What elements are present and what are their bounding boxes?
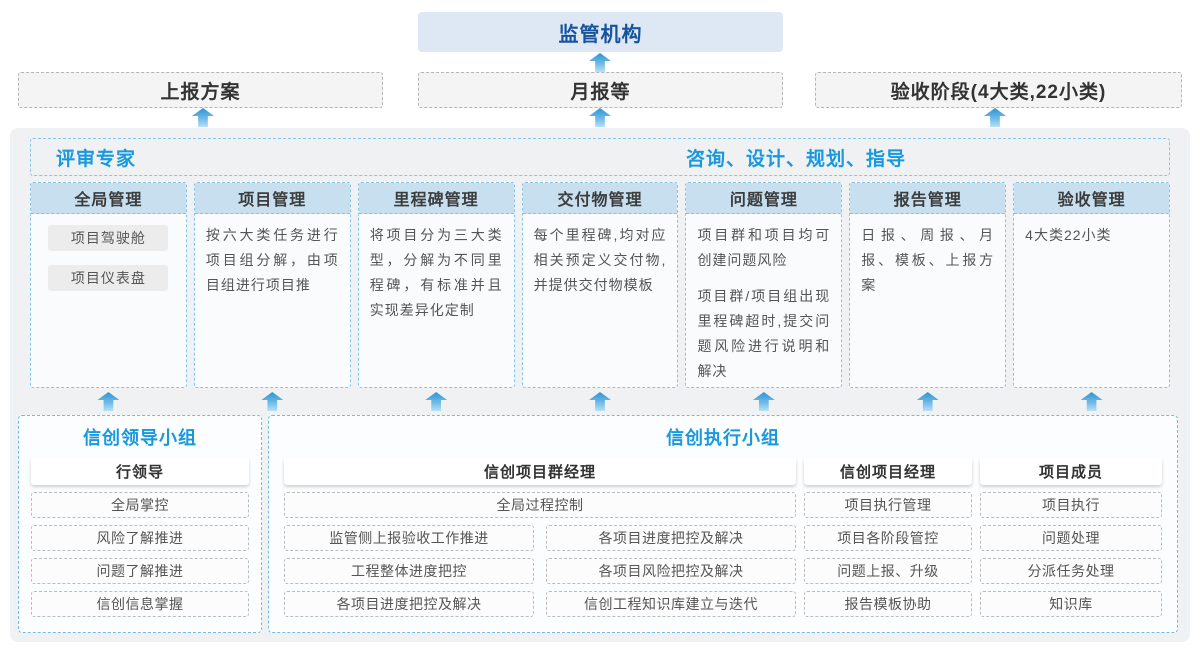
guidance-title: 咨询、设计、规划、指导: [686, 148, 907, 170]
capability-columns: 全局管理 项目驾驶舱 项目仪表盘 项目管理 按六大类任务进行项目组分解，由项目组…: [30, 182, 1171, 388]
project-manager-header: 信创项目经理: [804, 458, 972, 485]
report-monthly-label: 月报等: [570, 81, 631, 103]
column-text: 项目群和项目均可创建问题风险: [697, 227, 831, 268]
column-issue-mgmt: 问题管理 项目群和项目均可创建问题风险 项目群/项目组出现里程碑超时,提交问题风…: [685, 182, 843, 388]
column-text: 4大类22小类: [1025, 227, 1112, 243]
list-item: 工程整体进度把控: [284, 558, 534, 584]
list-item: 各项目风险把控及解决: [546, 558, 796, 584]
up-arrow-icon: [261, 392, 284, 411]
project-member-header: 项目成员: [980, 458, 1162, 485]
up-arrow-icon: [589, 392, 611, 411]
column-text: 每个里程碑,均对应相关预定义交付物,并提供交付物模板: [533, 227, 667, 293]
list-item: 报告模板协助: [804, 591, 972, 617]
report-plan-label: 上报方案: [160, 81, 241, 103]
column-deliverable-mgmt: 交付物管理 每个里程碑,均对应相关预定义交付物,并提供交付物模板: [521, 182, 679, 388]
up-arrow-icon: [589, 53, 611, 72]
column-report-mgmt: 报告管理 日报、周报、月报、模板、上报方案: [849, 182, 1007, 388]
list-item: 风险了解推进: [31, 525, 249, 551]
column-text: 按六大类任务进行项目组分解，由项目组进行项目推: [205, 227, 339, 293]
column-header: 项目管理: [194, 183, 350, 214]
platform-container: 评审专家 咨询、设计、规划、指导 全局管理 项目驾驶舱 项目仪表盘 项目管理 按…: [10, 128, 1190, 642]
leader-group-box: 信创领导小组 行领导 全局掌控 风险了解推进 问题了解推进 信创信息掌握: [18, 415, 262, 633]
project-manager-area: 信创项目经理 项目执行管理 项目各阶段管控 问题上报、升级 报告模板协助: [804, 458, 972, 624]
column-header: 全局管理: [31, 183, 186, 214]
column-body: 日报、周报、月报、模板、上报方案: [850, 214, 1005, 387]
column-acceptance-mgmt: 验收管理 4大类22小类: [1013, 182, 1171, 388]
list-item: 问题上报、升级: [804, 558, 972, 584]
leader-role-header: 行领导: [31, 458, 249, 485]
list-item: 各项目进度把控及解决: [546, 525, 796, 551]
column-header: 问题管理: [686, 183, 842, 214]
column-milestone-mgmt: 里程碑管理 将项目分为三大类型，分解为不同里程碑，有标准并且实现差异化定制: [357, 182, 515, 388]
up-arrow-icon: [97, 392, 120, 411]
up-arrow-icon: [589, 108, 611, 127]
list-item: 问题了解推进: [31, 558, 249, 584]
chip: 项目驾驶舱: [48, 225, 169, 251]
list-item: 全局过程控制: [284, 492, 796, 518]
list-item: 信创工程知识库建立与迭代: [546, 591, 796, 617]
up-arrow-icon: [984, 108, 1006, 127]
experts-title: 评审专家: [56, 148, 137, 170]
list-item: 全局掌控: [31, 492, 249, 518]
up-arrow-icon: [192, 108, 214, 127]
column-body: 按六大类任务进行项目组分解，由项目组进行项目推: [195, 214, 350, 387]
exec-group-box: 信创执行小组 信创项目群经理 全局过程控制 监管侧上报验收工作推进 各项目进度把…: [268, 415, 1178, 633]
column-header: 里程碑管理: [358, 183, 514, 214]
up-arrow-icon: [916, 392, 939, 411]
report-monthly-box: 月报等: [418, 72, 783, 108]
column-text: 日报、周报、月报、模板、上报方案: [861, 227, 995, 293]
column-body: 每个里程碑,均对应相关预定义交付物,并提供交付物模板: [523, 214, 678, 387]
list-item: 项目各阶段管控: [804, 525, 972, 551]
up-arrow-icon: [752, 392, 775, 411]
column-text: 项目群/项目组出现里程碑超时,提交问题风险进行说明和解决: [697, 287, 831, 379]
advisor-strip: 评审专家 咨询、设计、规划、指导: [30, 138, 1170, 176]
column-text: 将项目分为三大类型，分解为不同里程碑，有标准并且实现差异化定制: [369, 227, 503, 318]
list-item: 信创信息掌握: [31, 591, 249, 617]
exec-group-title: 信创执行小组: [666, 428, 780, 448]
column-body: 将项目分为三大类型，分解为不同里程碑，有标准并且实现差异化定制: [359, 214, 514, 387]
arrow-row: [30, 392, 1170, 411]
column-header: 报告管理: [850, 183, 1006, 214]
project-member-area: 项目成员 项目执行 问题处理 分派任务处理 知识库: [980, 458, 1162, 624]
program-manager-area: 信创项目群经理 全局过程控制 监管侧上报验收工作推进 各项目进度把控及解决 工程…: [284, 458, 796, 624]
leader-group-title: 信创领导小组: [83, 428, 197, 448]
chip: 项目仪表盘: [48, 265, 169, 291]
column-header: 交付物管理: [522, 183, 678, 214]
column-body: 项目群和项目均可创建问题风险 项目群/项目组出现里程碑超时,提交问题风险进行说明…: [686, 214, 841, 387]
list-item: 监管侧上报验收工作推进: [284, 525, 534, 551]
list-item: 各项目进度把控及解决: [284, 591, 534, 617]
column-global-mgmt: 全局管理 项目驾驶舱 项目仪表盘: [30, 182, 187, 388]
list-item: 分派任务处理: [980, 558, 1162, 584]
exec-columns: 信创项目群经理 全局过程控制 监管侧上报验收工作推进 各项目进度把控及解决 工程…: [284, 458, 1162, 624]
column-body: 项目驾驶舱 项目仪表盘: [31, 214, 186, 387]
up-arrow-icon: [1080, 392, 1103, 411]
program-manager-grid: 监管侧上报验收工作推进 各项目进度把控及解决 工程整体进度把控 各项目风险把控及…: [284, 525, 796, 624]
program-manager-header: 信创项目群经理: [284, 458, 796, 485]
report-acceptance-label: 验收阶段(4大类,22小类): [890, 81, 1107, 103]
list-item: 项目执行: [980, 492, 1162, 518]
regulator-box: 监管机构: [418, 12, 783, 52]
column-body: 4大类22小类: [1014, 214, 1169, 387]
list-item: 项目执行管理: [804, 492, 972, 518]
column-header: 验收管理: [1014, 183, 1170, 214]
report-acceptance-box: 验收阶段(4大类,22小类): [815, 72, 1182, 108]
up-arrow-icon: [425, 392, 448, 411]
column-project-mgmt: 项目管理 按六大类任务进行项目组分解，由项目组进行项目推: [193, 182, 351, 388]
regulator-label: 监管机构: [558, 23, 643, 46]
report-plan-box: 上报方案: [18, 72, 383, 108]
list-item: 问题处理: [980, 525, 1162, 551]
list-item: 知识库: [980, 591, 1162, 617]
